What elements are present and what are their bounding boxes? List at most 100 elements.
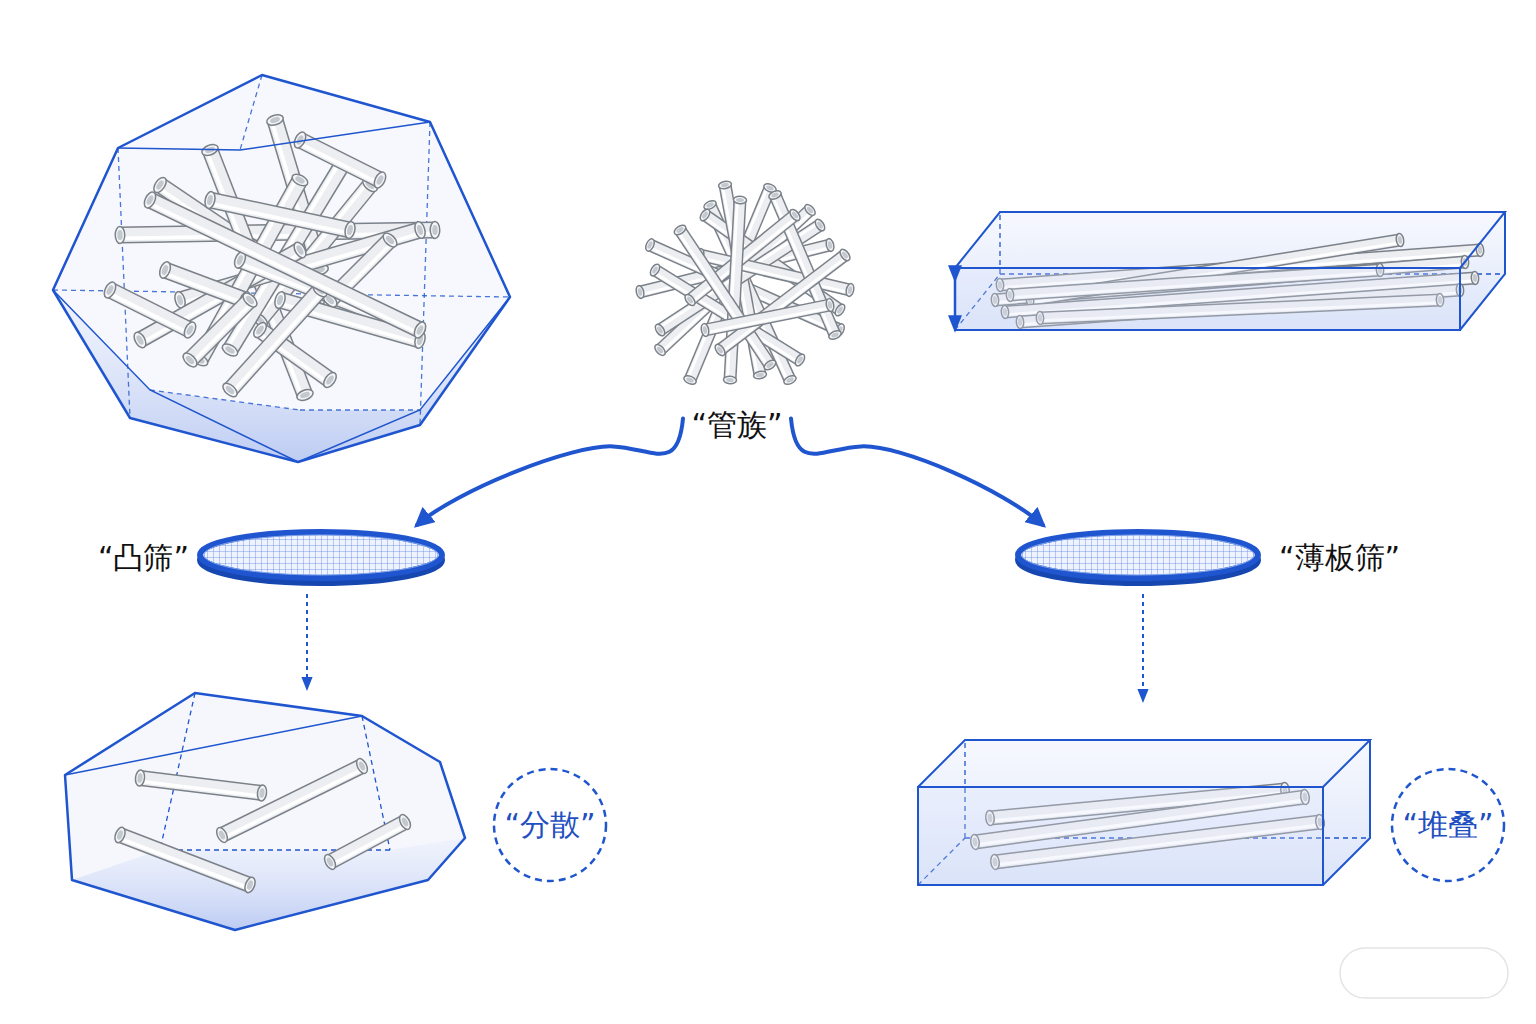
tube xyxy=(713,248,852,358)
box-front xyxy=(955,268,1460,330)
tube-highlight xyxy=(233,292,323,392)
slab xyxy=(955,212,1505,330)
tube-body xyxy=(165,270,245,300)
tube-end xyxy=(653,323,666,338)
tube-outline xyxy=(222,766,362,835)
tube-hole xyxy=(702,326,708,334)
polyhedron-edge xyxy=(53,290,298,462)
tube-hole xyxy=(637,288,643,297)
hidden-edge xyxy=(160,693,195,850)
tube-end xyxy=(102,280,118,299)
result-circle: “分散” xyxy=(492,767,608,883)
tube-end xyxy=(290,172,309,189)
box-top xyxy=(955,212,1505,268)
tube-end xyxy=(700,323,710,337)
tube-body xyxy=(222,766,362,835)
dotted-arrow xyxy=(306,594,308,684)
tube-end xyxy=(698,208,711,223)
box-side xyxy=(1460,212,1505,330)
sieve-icon xyxy=(1013,527,1263,589)
tube-end xyxy=(241,291,260,310)
tube-hole xyxy=(176,294,184,305)
box-top xyxy=(918,740,1370,787)
hidden-edge xyxy=(150,390,300,410)
shape-edge xyxy=(65,716,362,775)
tube-outline xyxy=(300,140,380,180)
tube-end xyxy=(397,813,412,831)
shape-fill xyxy=(65,693,465,930)
tube-hole xyxy=(375,174,384,186)
box-fill xyxy=(955,212,1505,330)
tube-end xyxy=(1395,233,1404,247)
tube xyxy=(135,770,268,802)
tube-end xyxy=(673,223,688,236)
tube-end xyxy=(220,381,239,399)
flow-arrow xyxy=(417,418,683,525)
tube-hole xyxy=(184,354,195,365)
tube-highlight xyxy=(332,825,407,865)
tube-end xyxy=(733,196,746,204)
sieve-inner-rim xyxy=(1022,535,1254,575)
sieve-inner-rim xyxy=(204,535,438,575)
tube-highlight xyxy=(209,203,349,233)
node-label: “薄板筛” xyxy=(1279,540,1400,576)
tube-end xyxy=(273,291,287,310)
tube-hole xyxy=(161,264,170,275)
sieve-node: “凸筛” xyxy=(195,527,447,589)
tube-end xyxy=(833,303,846,318)
tube-hole xyxy=(827,301,833,309)
tube-end xyxy=(713,343,727,358)
tube-end xyxy=(142,190,158,209)
label-node: “管族” xyxy=(683,403,791,447)
tube-hole xyxy=(726,378,734,383)
tube-end xyxy=(683,293,697,308)
tube-hole xyxy=(721,182,729,188)
node-label: “管族” xyxy=(691,407,782,443)
tube-hole xyxy=(716,346,724,355)
tube-hole xyxy=(1473,274,1478,282)
node-label: “分散” xyxy=(504,807,595,843)
tube-end xyxy=(243,876,257,894)
tube-hole xyxy=(686,377,695,384)
thickness-arrow xyxy=(954,274,957,324)
tube-hole xyxy=(358,761,367,772)
tube-end xyxy=(723,376,736,384)
tube-end xyxy=(838,248,852,263)
tube-body xyxy=(230,290,320,390)
tube-end xyxy=(768,189,783,201)
tube-end xyxy=(344,221,357,240)
tube-body xyxy=(210,200,350,230)
tube-hole xyxy=(847,286,853,295)
tube-hole xyxy=(676,226,685,234)
tube-end xyxy=(132,330,149,349)
tube-outline xyxy=(210,200,350,230)
tube-hole xyxy=(346,224,353,235)
polyhedron xyxy=(53,75,510,462)
tube-end xyxy=(825,238,835,252)
tube-hole xyxy=(244,294,255,305)
tube-hole xyxy=(224,385,235,396)
tube-hole xyxy=(771,192,780,199)
tube-body xyxy=(705,305,830,330)
tube-hole xyxy=(432,225,438,235)
tube-hole xyxy=(766,185,775,192)
node-label: “堆叠” xyxy=(1402,807,1493,843)
tube-hole xyxy=(786,376,795,383)
tube-outline xyxy=(705,305,830,330)
tube xyxy=(113,826,257,894)
polyhedron-fill xyxy=(53,75,510,462)
tube-end xyxy=(257,785,268,802)
tube-outline xyxy=(330,822,405,862)
tube-hole xyxy=(206,194,213,205)
tube-highlight xyxy=(298,143,378,183)
tube-highlight xyxy=(108,293,188,333)
stacked-slab xyxy=(918,740,1370,885)
tube xyxy=(322,813,412,871)
tube-hole xyxy=(651,266,659,275)
tube-end xyxy=(265,113,284,127)
tube-hole xyxy=(185,324,194,336)
tube-hole xyxy=(706,201,715,208)
tube-highlight xyxy=(164,273,244,303)
tube-outline xyxy=(150,200,420,330)
